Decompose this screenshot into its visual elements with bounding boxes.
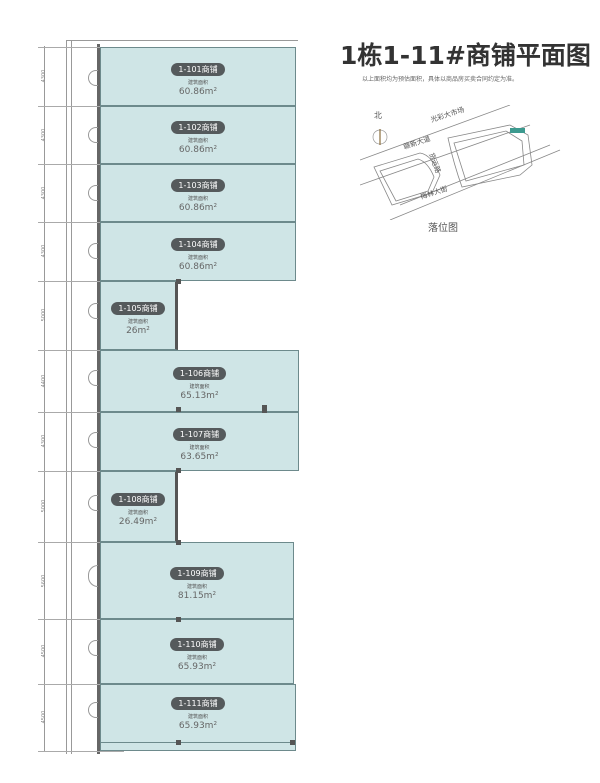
- area-label: 建筑面积: [186, 583, 207, 590]
- outer-wall: [71, 40, 72, 754]
- dimension-line: [44, 46, 45, 752]
- area-label: 建筑面积: [127, 509, 148, 516]
- dimension-label: 4500: [41, 644, 47, 658]
- area-label: 建筑面积: [189, 384, 210, 390]
- door-icon: [88, 243, 98, 259]
- dimension-label: 5000: [41, 499, 47, 513]
- dimension-label: 5600: [41, 574, 47, 588]
- area-label: 建筑面积: [187, 254, 208, 261]
- door-icon: [88, 303, 98, 319]
- door-icon: [88, 432, 98, 448]
- area-label: 建筑面积: [186, 654, 207, 661]
- area-label: 建筑面积: [127, 318, 148, 325]
- shop-area: 26m²: [126, 325, 150, 336]
- corridor-wall: [97, 44, 100, 754]
- shop-area: 65.93m²: [178, 721, 218, 731]
- shop-name-badge: 1-103商铺: [171, 179, 225, 192]
- dimension-label: 4400: [41, 374, 47, 388]
- shop-location-highlight: [510, 128, 525, 133]
- shop-area: 81.15m²: [177, 590, 217, 601]
- door-icon: [88, 185, 98, 201]
- shop-name-badge: 1-109商铺: [170, 566, 224, 580]
- dimension-label: 4500: [41, 710, 47, 724]
- outer-wall: [66, 40, 67, 754]
- shop-name-badge: 1-102商铺: [171, 121, 225, 134]
- dimension-label: 4300: [41, 69, 47, 83]
- shop-area: 63.65m²: [180, 451, 219, 462]
- shop-name-badge: 1-108商铺: [111, 492, 165, 506]
- column: [176, 468, 181, 473]
- shop-area: 60.86m²: [178, 261, 218, 272]
- shop-name-badge: 1-111商铺: [171, 697, 225, 710]
- column: [176, 617, 181, 622]
- shop-name-badge: 1-104商铺: [171, 237, 225, 251]
- column: [176, 540, 181, 545]
- north-label: 北: [374, 111, 382, 120]
- area-label: 建筑面积: [189, 444, 210, 451]
- door-icon: [88, 495, 98, 511]
- location-map: [360, 105, 561, 220]
- page-title: 1栋1-11#商铺平面图: [340, 41, 591, 70]
- dimension-label: 5000: [41, 308, 47, 322]
- shop-area: 65.13m²: [180, 391, 219, 401]
- door-icon: [88, 70, 98, 86]
- shop-name-badge: 1-110商铺: [170, 637, 224, 651]
- shop-area: 60.86m²: [178, 145, 218, 155]
- door-icon: [88, 370, 98, 386]
- area-label: 建筑面积: [187, 79, 208, 86]
- door-icon: [88, 127, 98, 143]
- shop-name-badge: 1-106商铺: [172, 367, 227, 380]
- door-icon: [88, 640, 98, 656]
- top-wall: [66, 40, 298, 41]
- shop-name-badge: 1-107商铺: [172, 427, 227, 441]
- shop-area: 65.93m²: [177, 661, 217, 672]
- shop-area: 60.86m²: [178, 203, 218, 213]
- column: [176, 407, 181, 412]
- shop-name-badge: 1-101商铺: [171, 62, 225, 76]
- door-icon: [88, 702, 98, 718]
- column: [176, 279, 181, 284]
- area-label: 建筑面积: [187, 714, 208, 720]
- door-icon: [88, 565, 98, 587]
- bottom-strip: [100, 742, 296, 743]
- dimension-label: 4300: [41, 434, 47, 448]
- shop-name-badge: 1-105商铺: [111, 301, 165, 315]
- area-label: 建筑面积: [187, 138, 208, 144]
- dimension-label: 4300: [41, 186, 47, 200]
- dimension-label: 4300: [41, 128, 47, 142]
- disclaimer-note: 以上面积均为预估面积，具体以商品房买卖合同约定为准。: [362, 76, 519, 83]
- area-label: 建筑面积: [187, 196, 208, 202]
- dimension-label: 4300: [41, 244, 47, 258]
- column: [290, 740, 295, 745]
- shop-area: 60.86m²: [178, 86, 218, 97]
- column: [176, 740, 181, 745]
- column: [262, 405, 267, 413]
- map-caption: 落位图: [428, 223, 458, 234]
- shop-area: 26.49m²: [118, 516, 158, 527]
